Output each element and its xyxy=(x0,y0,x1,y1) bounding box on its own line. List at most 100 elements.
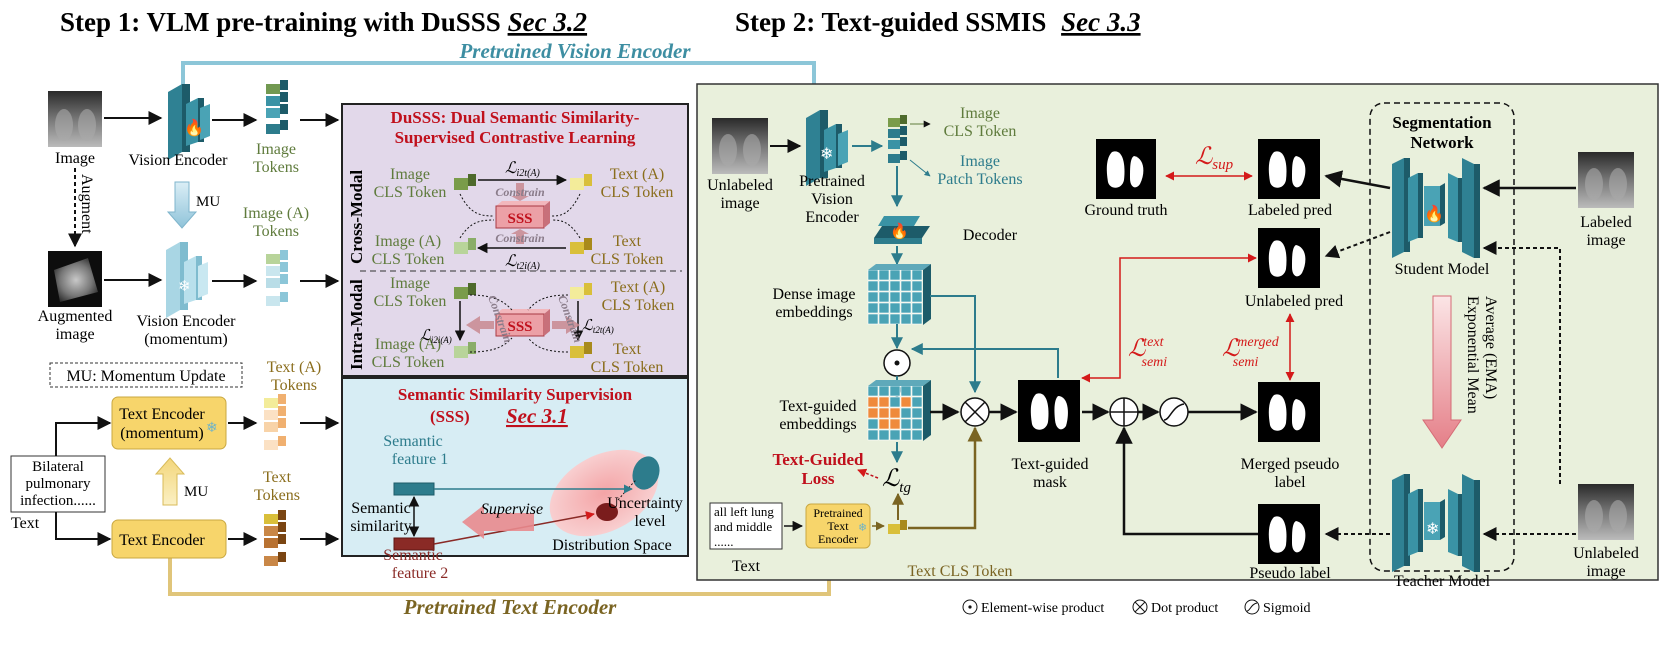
embedding-cell xyxy=(867,269,879,281)
pseudo-label-label: Pseudo label xyxy=(1249,565,1331,582)
embedding-cell xyxy=(878,269,890,281)
teacher-label: Teacher Model xyxy=(1394,573,1491,590)
text-cls-label: Text CLS Token xyxy=(907,563,1012,580)
step2-input-text-box xyxy=(709,502,783,550)
embedding-cell xyxy=(900,407,912,419)
fire-icon: 🔥 xyxy=(890,222,909,240)
embedding-cell xyxy=(889,429,901,441)
sss-title: Semantic Similarity Supervision xyxy=(398,385,633,404)
snowflake-icon: ❄ xyxy=(820,146,833,163)
snowflake-icon: ❄ xyxy=(178,279,191,295)
sem-feat1 xyxy=(393,482,435,496)
merged-pseudo-label-mask xyxy=(1258,382,1320,442)
text-guided-mask xyxy=(1018,380,1080,442)
ema-arrow xyxy=(1422,295,1462,449)
embedding-cell xyxy=(878,429,890,441)
legend-dot: Dot product xyxy=(1151,601,1218,616)
embedding-cell xyxy=(900,280,912,292)
mu-label-vision: MU xyxy=(196,194,220,210)
ema-label: Exponential MeanAverage (EMA) xyxy=(1464,296,1499,414)
augment-label: Augment xyxy=(78,174,95,234)
embedding-cell xyxy=(889,396,901,408)
fire-icon: 🔥 xyxy=(184,118,204,137)
distribution-space xyxy=(549,449,659,537)
vision-encoder-momentum xyxy=(166,242,208,318)
cm-image-a-cls: Image (A)CLS Token xyxy=(372,233,445,268)
step2-sec: Sec 3.3 xyxy=(1061,7,1140,37)
snowflake-icon: ❄ xyxy=(206,421,218,436)
text-a-tokens-label: Text (A)Tokens xyxy=(267,359,321,394)
embedding-cell xyxy=(900,429,912,441)
embedding-cell xyxy=(900,269,912,281)
fire-icon: 🔥 xyxy=(1424,204,1444,223)
svg-text:SSS: SSS xyxy=(507,319,532,335)
pretrained-vision-label: Pretrained Vision Encoder xyxy=(458,39,691,63)
input-text-label: Text xyxy=(11,515,40,532)
embedding-cell xyxy=(911,269,923,281)
embedding-side-face xyxy=(923,264,931,325)
embedding-cell xyxy=(878,302,890,314)
svg-text:(SSS): (SSS) xyxy=(430,407,470,426)
dense-image-embeddings xyxy=(867,264,931,325)
embedding-cell xyxy=(911,313,923,325)
ground-truth-mask xyxy=(1096,139,1156,199)
embedding-cell xyxy=(867,313,879,325)
embedding-top-face xyxy=(868,264,931,270)
embedding-cell xyxy=(900,291,912,303)
unlabeled-pred-mask xyxy=(1258,228,1320,288)
svg-text:Constrain: Constrain xyxy=(495,231,545,245)
teacher-model xyxy=(1392,474,1480,572)
cross-modal-label: Cross-Modal xyxy=(347,170,366,264)
embedding-cell xyxy=(878,385,890,397)
embedding-cell xyxy=(889,407,901,419)
legend-sigmoid-icon xyxy=(1244,599,1260,615)
text-encoder-momentum xyxy=(111,396,227,450)
embedding-cell xyxy=(867,418,879,430)
embedding-cell xyxy=(911,418,923,430)
embedding-cell xyxy=(878,280,890,292)
image-label: Image xyxy=(55,150,95,167)
svg-text:SSS: SSS xyxy=(507,211,532,227)
embedding-side-face xyxy=(923,380,931,441)
decoder xyxy=(874,226,930,238)
decoder-label: Decoder xyxy=(963,227,1018,244)
legend-sigmoid: Sigmoid xyxy=(1263,601,1310,616)
embedding-cell xyxy=(900,302,912,314)
embedding-cell xyxy=(900,396,912,408)
embedding-cell xyxy=(889,302,901,314)
vision-encoder-momentum-label: Vision Encoder(momentum) xyxy=(136,313,236,348)
im-text-a-cls: Text (A)CLS Token xyxy=(602,279,675,314)
vision-encoder xyxy=(168,84,210,160)
embedding-cell xyxy=(867,280,879,292)
embedding-cell xyxy=(889,269,901,281)
im-image-a-cls: Image (A)CLS Token xyxy=(372,336,445,371)
embedding-cell xyxy=(911,396,923,408)
image-tokens xyxy=(266,80,288,134)
embedding-cell xyxy=(911,429,923,441)
svg-text:Constrain: Constrain xyxy=(495,185,545,199)
embedding-cell xyxy=(878,396,890,408)
embedding-cell xyxy=(867,429,879,441)
embedding-cell xyxy=(911,280,923,292)
embedding-cell xyxy=(867,396,879,408)
sss-sec: Sec 3.1 xyxy=(506,404,568,428)
input-text-box xyxy=(10,455,106,513)
